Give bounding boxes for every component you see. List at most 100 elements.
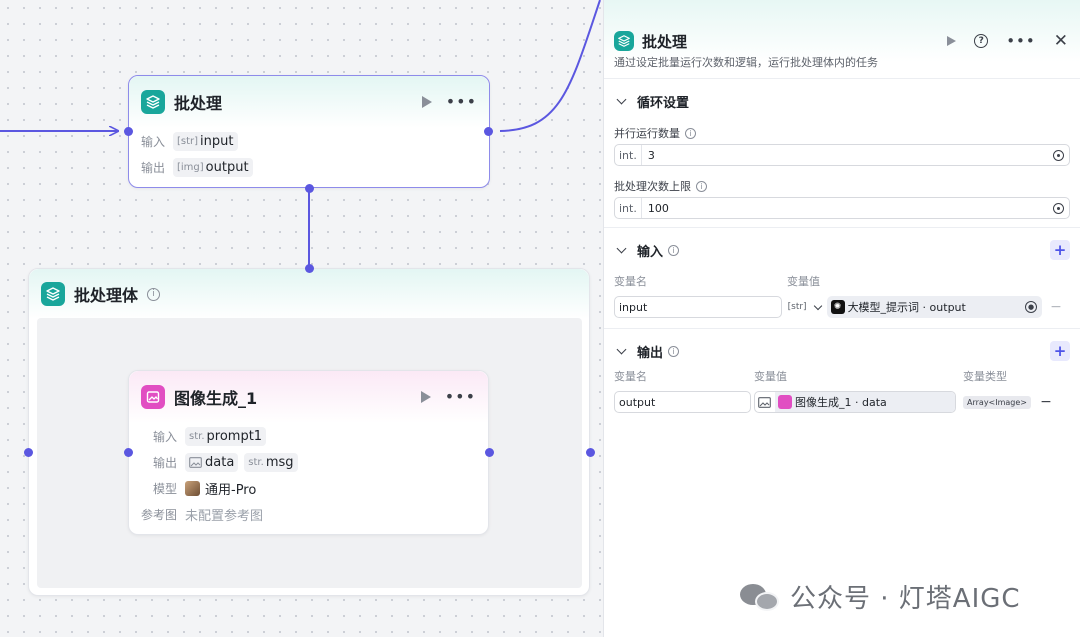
chevron-down-icon[interactable] (813, 301, 822, 310)
input-section: 输入 i + 变量名 变量值 input [str] ✺ 大模型_提示词 · o… (604, 227, 1080, 328)
image-gen-header: 图像生成_1 ••• (129, 371, 488, 423)
model-value: 通用-Pro (205, 482, 257, 498)
image-gen-title: 图像生成_1 (174, 389, 258, 408)
max-value[interactable]: 100 (647, 201, 669, 215)
more-icon[interactable]: ••• (445, 92, 477, 111)
output-section: 输出 i + 变量名 变量值 变量类型 output 图像生成_1 · data… (604, 328, 1080, 413)
output-var-name-field[interactable]: output (614, 391, 751, 413)
int-type-icon: int. (615, 198, 642, 218)
string-type-icon: str. (248, 456, 264, 468)
wechat-icon (740, 582, 782, 612)
max-count-input[interactable]: int. 100 (614, 197, 1070, 219)
output-section-title: 输出 (637, 345, 664, 361)
parallel-count-input[interactable]: int. 3 (614, 144, 1070, 166)
parallel-label-text: 并行运行数量 (614, 127, 680, 140)
output-var-name: output (619, 395, 656, 409)
image-gen-input-row: 输入 str.prompt1 (129, 423, 488, 449)
more-icon[interactable]: ••• (1006, 31, 1036, 50)
info-icon[interactable]: i (668, 345, 680, 357)
prompt-name: prompt1 (206, 428, 263, 444)
loop-settings-title: 循环设置 (637, 95, 690, 111)
image-gen-ref-row: 参考图 未配置参考图 (129, 501, 488, 527)
batch-body-title: 批处理体 (74, 286, 139, 305)
batch-node-input-row: 输入 [str]input (129, 128, 489, 154)
stepper-icon[interactable] (1053, 202, 1064, 214)
loop-settings-header[interactable]: 循环设置 (614, 79, 1070, 123)
properties-panel: 批处理 ? ••• ✕ 通过设定批量运行次数和逻辑，运行批处理体内的任务 循环设… (603, 0, 1080, 637)
play-icon[interactable] (421, 96, 432, 108)
chevron-down-icon[interactable] (616, 94, 627, 105)
batch-in-port[interactable] (124, 127, 133, 136)
play-icon[interactable] (947, 36, 957, 46)
parallel-label: 并行运行数量 i (614, 125, 1070, 141)
watermark: 公众号 · 灯塔AIGC (740, 578, 1021, 615)
image-gen-node[interactable]: 图像生成_1 ••• 输入 str.prompt1 输出 data str.ms… (128, 370, 489, 535)
image-in-port[interactable] (124, 448, 133, 457)
ref-label: 参考图 (141, 507, 178, 522)
prompt-chip: str.prompt1 (185, 426, 267, 446)
wire-batch-out (499, 0, 601, 132)
col-value: 变量值 (754, 370, 787, 383)
output-columns: 变量名 变量值 变量类型 (614, 367, 1070, 385)
chevron-down-icon[interactable] (616, 243, 627, 254)
info-icon[interactable]: i (668, 244, 680, 256)
batch-out-port[interactable] (484, 127, 493, 136)
image-gen-icon (778, 395, 792, 409)
max-label: 批处理次数上限 i (614, 178, 1070, 194)
input-label: 输入 (141, 134, 166, 149)
array-str-icon[interactable]: [str] (787, 302, 807, 312)
output-section-header[interactable]: 输出 i + (614, 329, 1070, 373)
input-var-name-field[interactable]: input (614, 296, 782, 318)
loop-settings-section: 循环设置 并行运行数量 i int. 3 批处理次数上限 i int. 100 (604, 78, 1080, 219)
body-top-port[interactable] (305, 264, 314, 273)
array-image-icon: [img] (177, 161, 204, 173)
help-icon[interactable]: ? (974, 34, 989, 48)
image-gen-model-row: 模型 通用-Pro (129, 475, 488, 501)
output-label: 输出 (153, 455, 178, 470)
info-icon[interactable]: i (147, 287, 161, 301)
model-label: 模型 (153, 481, 178, 496)
body-right-port[interactable] (586, 448, 595, 457)
target-icon[interactable]: ● (1025, 301, 1038, 313)
remove-input-button[interactable]: − (1050, 299, 1062, 315)
array-str-icon: [str] (177, 135, 199, 147)
input-section-header[interactable]: 输入 i + (614, 228, 1070, 272)
info-icon[interactable]: i (696, 180, 707, 192)
batch-node[interactable]: 批处理 ••• 输入 [str]input 输出 [img]output (128, 75, 490, 188)
batch-node-header: 批处理 ••• (129, 76, 489, 128)
chevron-down-icon[interactable] (616, 344, 627, 355)
stepper-icon[interactable] (1053, 149, 1064, 161)
image-gen-output-row: 输出 data str.msg (129, 449, 488, 475)
input-var-ref[interactable]: ✺ 大模型_提示词 · output ● (826, 296, 1043, 318)
input-var-name: input (619, 300, 648, 314)
col-name: 变量名 (614, 370, 647, 383)
close-icon[interactable]: ✕ (1053, 30, 1068, 51)
col-name: 变量名 (614, 275, 647, 288)
parallel-value[interactable]: 3 (647, 148, 655, 162)
output-type-badge: Array<Image> (963, 395, 1032, 409)
output-var-ref[interactable]: 图像生成_1 · data (754, 391, 956, 413)
input-name: input (200, 133, 234, 149)
image-out-port[interactable] (485, 448, 494, 457)
input-columns: 变量名 变量值 (614, 272, 1070, 290)
model-avatar (185, 480, 200, 496)
play-icon[interactable] (420, 391, 431, 403)
add-output-button[interactable]: + (1050, 341, 1070, 361)
llm-icon: ✺ (830, 300, 845, 314)
add-input-button[interactable]: + (1050, 240, 1070, 260)
remove-output-button[interactable]: − (1040, 394, 1052, 410)
string-type-icon: str. (189, 430, 205, 442)
more-icon[interactable]: ••• (444, 387, 476, 406)
body-left-port[interactable] (24, 448, 33, 457)
batch-bottom-port[interactable] (305, 184, 314, 193)
input-label: 输入 (153, 429, 178, 444)
msg-name: msg (265, 454, 294, 470)
info-icon[interactable]: i (685, 127, 696, 139)
panel-title: 批处理 (642, 32, 688, 51)
input-chip: [str]input (173, 131, 238, 151)
ref-value: 未配置参考图 (185, 508, 264, 524)
batch-node-output-row: 输出 [img]output (129, 154, 489, 180)
watermark-text: 公众号 · 灯塔AIGC (790, 584, 1021, 614)
workflow-canvas[interactable]: 批处理 ••• 输入 [str]input 输出 [img]output 批处理… (0, 0, 605, 637)
input-variable-row: input [str] ✺ 大模型_提示词 · output ● − (614, 296, 1070, 318)
